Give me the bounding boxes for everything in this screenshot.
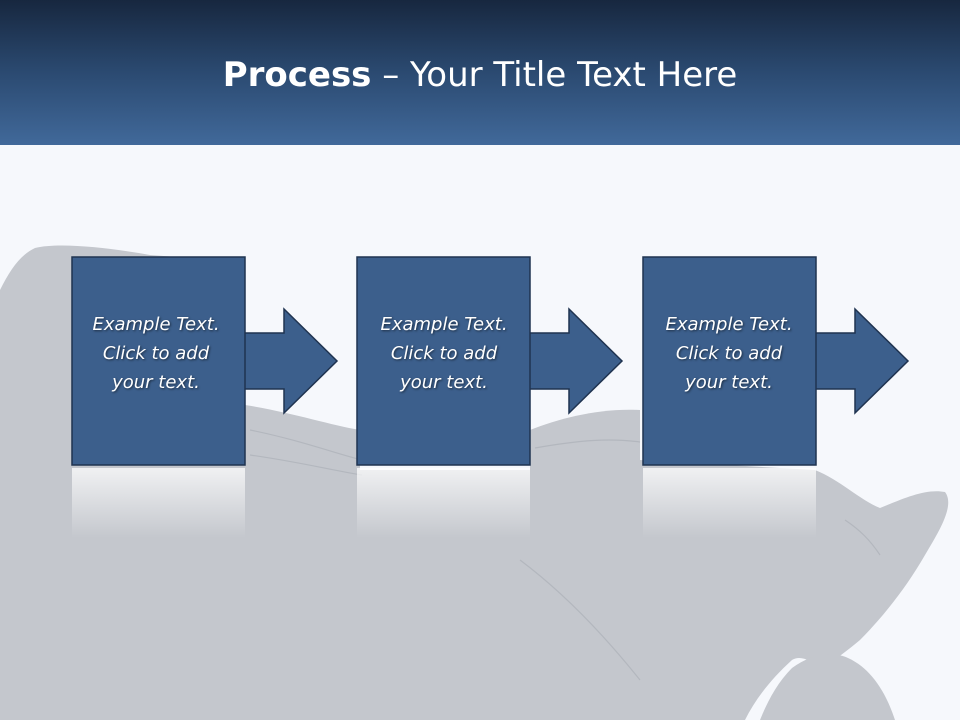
step-1-arrow <box>242 307 339 415</box>
step-1-line-2: Click to add <box>102 343 210 364</box>
step-2-arrow <box>527 307 624 415</box>
step-3-line-2: Click to add <box>675 343 783 364</box>
title-bar <box>0 0 960 145</box>
step-1-line-3: your text. <box>112 372 200 393</box>
process-step-3[interactable] <box>642 256 910 538</box>
step-1-box <box>71 256 246 466</box>
step-3-line-3: your text. <box>685 372 773 393</box>
step-1-line-1: Example Text. <box>92 314 220 335</box>
process-step-1[interactable] <box>71 256 339 538</box>
step-2-reflection <box>357 468 530 538</box>
step-3-arrow <box>813 307 910 415</box>
step-2-line-2: Click to add <box>390 343 498 364</box>
step-2-box <box>356 256 531 466</box>
step-3-text[interactable]: Example Text. Click to add your text. <box>644 310 814 397</box>
step-2-text[interactable]: Example Text. Click to add your text. <box>359 310 529 397</box>
step-1-reflection <box>72 468 245 538</box>
title-bold: Process <box>222 55 372 95</box>
step-3-reflection <box>643 468 816 538</box>
title-rest: – Your Title Text Here <box>371 55 738 95</box>
slide-title[interactable]: Process – Your Title Text Here <box>0 52 960 98</box>
step-3-line-1: Example Text. <box>665 314 793 335</box>
step-1-text[interactable]: Example Text. Click to add your text. <box>71 310 241 397</box>
step-2-line-1: Example Text. <box>380 314 508 335</box>
process-step-2[interactable] <box>356 256 624 538</box>
step-2-line-3: your text. <box>400 372 488 393</box>
step-3-box <box>642 256 817 466</box>
